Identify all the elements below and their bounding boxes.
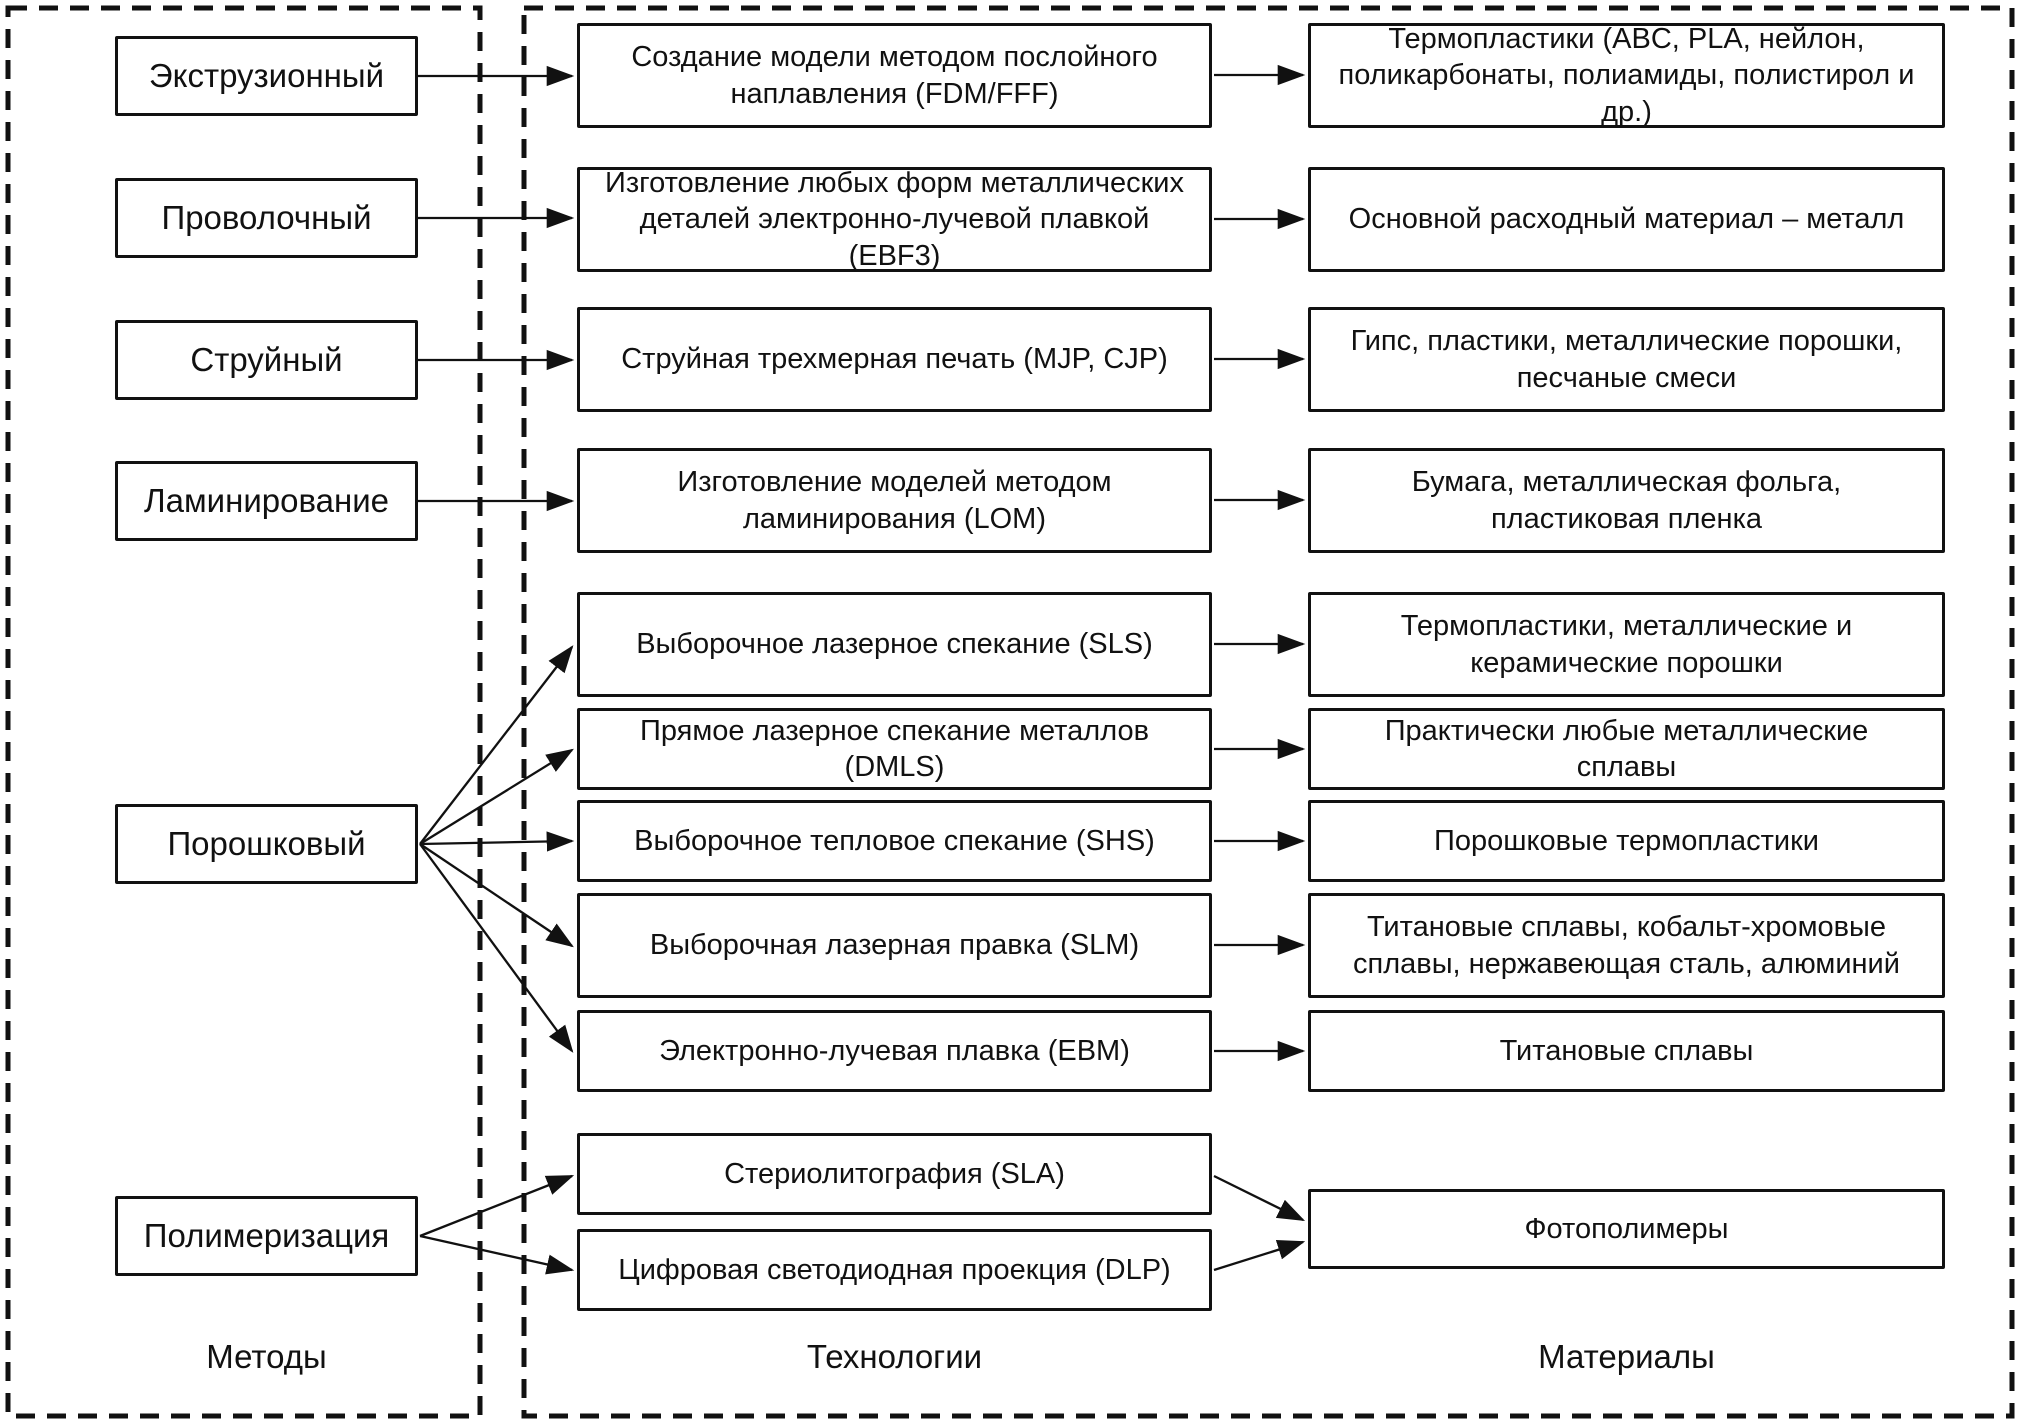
method-box-polymerization: Полимеризация bbox=[115, 1196, 418, 1276]
method-box-jet: Струйный bbox=[115, 320, 418, 400]
tech-label: Стериолитография (SLA) bbox=[724, 1157, 1065, 1190]
material-box-powder-thermoplastics: Порошковые термопластики bbox=[1308, 800, 1945, 882]
arrow-powder-slm bbox=[419, 843, 574, 948]
tech-box-mjp-cjp: Струйная трехмерная печать (MJP, CJP) bbox=[577, 307, 1212, 412]
tech-label: Выборочное тепловое спекание (SHS) bbox=[634, 824, 1155, 857]
material-box-paper-foil-film: Бумага, металлическая фольга, пластикова… bbox=[1308, 448, 1945, 553]
arrow-powder-dmls bbox=[419, 748, 574, 845]
method-box-powder: Порошковый bbox=[115, 804, 418, 884]
column-label-methods: Методы bbox=[206, 1338, 327, 1375]
tech-label: Выборочное лазерное спекание (SLS) bbox=[636, 628, 1153, 661]
material-box-gypsum-plastics: Гипс, пластики, металлические порошки, п… bbox=[1308, 307, 1945, 412]
tech-label: Электронно-лучевая плавка (EBM) bbox=[659, 1034, 1130, 1067]
material-label: Практически любые металлические сплавы bbox=[1384, 714, 1869, 783]
tech-box-slm: Выборочная лазерная правка (SLM) bbox=[577, 893, 1212, 998]
polymerization-fanout-arrows bbox=[419, 1174, 575, 1275]
tech-label: Прямое лазерное спекание металлов (DMLS) bbox=[640, 714, 1149, 783]
tech-label: Создание модели методом послойного напла… bbox=[631, 41, 1158, 110]
method-box-extrusion: Экструзионный bbox=[115, 36, 418, 116]
method-box-wire: Проволочный bbox=[115, 178, 418, 258]
tech-box-sls: Выборочное лазерное спекание (SLS) bbox=[577, 592, 1212, 697]
material-box-titanium-alloys: Титановые сплавы bbox=[1308, 1010, 1945, 1092]
tech-box-sla: Стериолитография (SLA) bbox=[577, 1133, 1212, 1215]
material-label: Бумага, металлическая фольга, пластикова… bbox=[1411, 466, 1842, 535]
material-label: Термопластики, металлические и керамичес… bbox=[1400, 610, 1853, 679]
method-label: Полимеризация bbox=[143, 1217, 390, 1254]
tech-label: Изготовление любых форм металлических де… bbox=[605, 167, 1184, 272]
material-label: Термопластики (ABC, PLA, нейлон, поликар… bbox=[1338, 23, 1915, 128]
material-label: Основной расходный материал – металл bbox=[1348, 203, 1905, 236]
tech-box-dmls: Прямое лазерное спекание металлов (DMLS) bbox=[577, 708, 1212, 790]
material-box-metal: Основной расходный материал – металл bbox=[1308, 167, 1945, 272]
method-label: Экструзионный bbox=[148, 57, 385, 94]
tech-materials-dashed-region bbox=[521, 5, 2015, 1419]
arrow-polymerization-dlp bbox=[419, 1234, 575, 1275]
method-label: Ламинирование bbox=[143, 482, 390, 519]
tech-box-lom: Изготовление моделей методом ламинирован… bbox=[577, 448, 1212, 553]
method-to-technology-arrows bbox=[418, 65, 575, 512]
material-box-photopolymers: Фотополимеры bbox=[1308, 1189, 1945, 1269]
tech-label: Цифровая светодиодная проекция (DLP) bbox=[618, 1253, 1171, 1286]
method-label: Порошковый bbox=[167, 825, 366, 862]
arrow-sla-photopolymers bbox=[1213, 1174, 1306, 1222]
tech-box-dlp: Цифровая светодиодная проекция (DLP) bbox=[577, 1229, 1212, 1311]
technology-to-material-arrows bbox=[1214, 64, 1306, 1062]
arrow-powder-ebm bbox=[419, 843, 574, 1053]
material-label: Гипс, пластики, металлические порошки, п… bbox=[1350, 325, 1903, 394]
material-label: Порошковые термопластики bbox=[1434, 824, 1819, 857]
material-label: Фотополимеры bbox=[1524, 1212, 1729, 1245]
arrow-powder-shs bbox=[419, 831, 575, 852]
method-box-lamination: Ламинирование bbox=[115, 461, 418, 541]
powder-fanout-arrows bbox=[419, 645, 575, 1053]
tech-label: Выборочная лазерная правка (SLM) bbox=[649, 929, 1140, 962]
material-box-thermoplastics: Термопластики (ABC, PLA, нейлон, поликар… bbox=[1308, 23, 1945, 128]
tech-box-shs: Выборочное тепловое спекание (SHS) bbox=[577, 800, 1212, 882]
material-box-metal-alloys: Практически любые металлические сплавы bbox=[1308, 708, 1945, 790]
method-label: Струйный bbox=[190, 341, 343, 378]
column-label-materials: Материалы bbox=[1538, 1338, 1715, 1375]
tech-box-ebm: Электронно-лучевая плавка (EBM) bbox=[577, 1010, 1212, 1092]
material-label: Титановые сплавы, кобальт-хромовые сплав… bbox=[1353, 911, 1900, 980]
arrow-dlp-photopolymers bbox=[1213, 1239, 1306, 1272]
tech-label: Струйная трехмерная печать (MJP, CJP) bbox=[621, 343, 1168, 376]
tech-label: Изготовление моделей методом ламинирован… bbox=[677, 466, 1112, 535]
material-box-titanium-cobalt-alloys: Титановые сплавы, кобальт-хромовые сплав… bbox=[1308, 893, 1945, 998]
arrow-powder-sls bbox=[419, 645, 574, 845]
method-label: Проволочный bbox=[161, 199, 372, 236]
column-label-technologies: Технологии bbox=[806, 1338, 983, 1375]
material-box-ceramic-metal-powders: Термопластики, металлические и керамичес… bbox=[1308, 592, 1945, 697]
tech-box-fdm-fff: Создание модели методом послойного напла… bbox=[577, 23, 1212, 128]
arrow-polymerization-sla bbox=[419, 1174, 575, 1238]
tech-box-ebf3: Изготовление любых форм металлических де… bbox=[577, 167, 1212, 272]
material-label: Титановые сплавы bbox=[1499, 1034, 1754, 1067]
methods-dashed-region bbox=[5, 5, 483, 1419]
photopolymer-converge-arrows bbox=[1213, 1174, 1306, 1272]
